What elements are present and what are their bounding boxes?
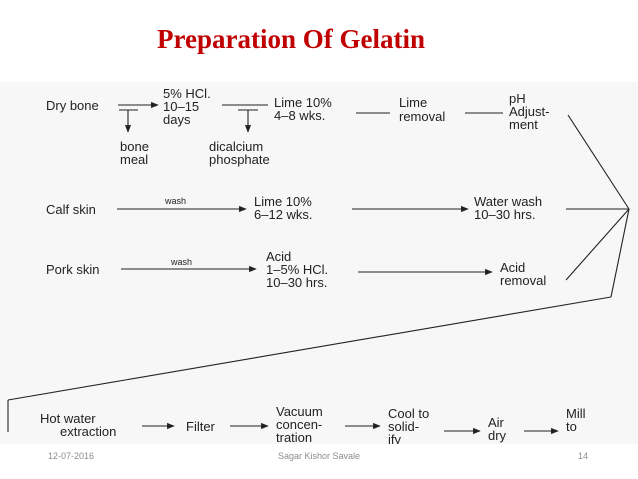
node-dicalcium-line2: phosphate bbox=[209, 152, 270, 167]
label-wash-pork: wash bbox=[171, 257, 193, 267]
label-wash-calf: wash bbox=[165, 196, 187, 206]
node-calf-skin: Calf skin bbox=[46, 202, 96, 217]
node-vacuum-line3: tration bbox=[276, 430, 313, 444]
node-hotwater-line1: Hot water bbox=[40, 411, 96, 426]
node-cool-line3: ify bbox=[388, 432, 401, 444]
node-waterwash-line1: Water wash bbox=[474, 194, 543, 209]
node-hcl-line2: 10–15 bbox=[163, 99, 200, 114]
node-lime1-line1: Lime 10% bbox=[274, 95, 332, 110]
node-dicalcium-line1: dicalcium bbox=[209, 139, 264, 154]
node-lime2-line2: 6–12 wks. bbox=[254, 207, 313, 222]
node-filter: Filter bbox=[186, 419, 215, 434]
node-pork-skin: Pork skin bbox=[46, 262, 100, 277]
node-lime2-line1: Lime 10% bbox=[254, 194, 312, 209]
node-hcl-line1: 5% HCl. bbox=[163, 86, 211, 101]
connector-lines bbox=[7, 101, 630, 435]
node-acidremoval-line2: removal bbox=[500, 273, 547, 288]
node-lime1-line2: 4–8 wks. bbox=[274, 108, 326, 123]
node-waterwash-line2: 10–30 hrs. bbox=[474, 207, 536, 222]
line-acidremoval-converge bbox=[565, 208, 630, 281]
node-dry-bone: Dry bone bbox=[46, 98, 99, 113]
node-mill-line1: Mill bbox=[566, 406, 586, 421]
node-acid-line3: 10–30 hrs. bbox=[266, 275, 328, 290]
slide-title: Preparation Of Gelatin bbox=[157, 24, 425, 54]
node-ph-line2: Adjust- bbox=[509, 104, 550, 119]
node-ph-line3: ment bbox=[509, 117, 538, 132]
line-ph-converge bbox=[567, 114, 630, 210]
node-vacuum-line1: Vacuum bbox=[276, 404, 323, 419]
node-hcl-line3: days bbox=[163, 112, 191, 127]
line-converge-down bbox=[610, 208, 630, 298]
node-air-line2: dry bbox=[488, 428, 507, 443]
node-cool-line1: Cool to bbox=[388, 406, 430, 421]
node-limeremoval-line2: removal bbox=[399, 109, 446, 124]
flow-diagram: Dry bone 5% HCl. 10–15 days Lime 10% 4–8… bbox=[0, 82, 638, 444]
node-ph-line1: pH bbox=[509, 91, 526, 106]
node-bonemeal-line2: meal bbox=[120, 152, 149, 167]
node-acidremoval-line1: Acid bbox=[500, 260, 526, 275]
footer-date: 12-07-2016 bbox=[48, 451, 95, 461]
node-vacuum-line2: concen- bbox=[276, 417, 323, 432]
footer-page-number: 14 bbox=[578, 451, 589, 461]
node-mill-line2: to bbox=[566, 419, 577, 434]
node-hotwater-line2: extraction bbox=[60, 424, 117, 439]
node-acid-line1: Acid bbox=[266, 249, 292, 264]
node-bonemeal-line1: bone bbox=[120, 139, 149, 154]
node-acid-line2: 1–5% HCl. bbox=[266, 262, 329, 277]
node-limeremoval-line1: Lime bbox=[399, 95, 428, 110]
node-cool-line2: solid- bbox=[388, 419, 420, 434]
footer-author: Sagar Kishor Savale bbox=[278, 451, 361, 461]
node-air-line1: Air bbox=[488, 415, 504, 430]
line-cross-left bbox=[7, 296, 612, 401]
